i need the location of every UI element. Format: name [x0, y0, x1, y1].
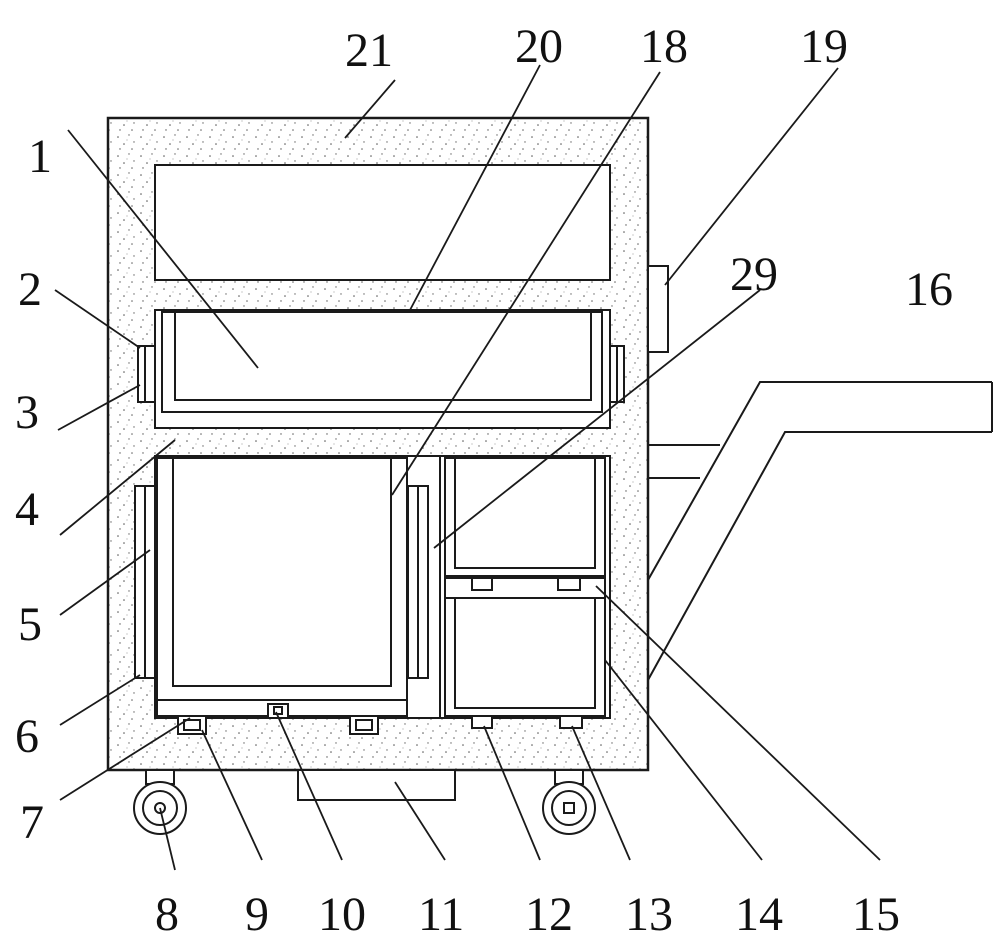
right-drawers [444, 457, 606, 729]
label-16: 16 [905, 263, 953, 316]
partition-boards [155, 279, 610, 457]
upper-drawer [161, 311, 603, 413]
label-18: 18 [640, 20, 688, 73]
bottom-rollers [177, 703, 379, 735]
label-3: 3 [15, 386, 39, 439]
label-13: 13 [625, 888, 673, 941]
base-box [297, 769, 456, 801]
label-4: 4 [15, 483, 39, 536]
label-29: 29 [730, 248, 778, 301]
label-1: 1 [28, 130, 52, 183]
caster-wheels [133, 769, 596, 835]
label-20: 20 [515, 20, 563, 73]
label-10: 10 [318, 888, 366, 941]
label-12: 12 [525, 888, 573, 941]
side-motor [647, 265, 669, 353]
label-7: 7 [20, 796, 44, 849]
label-2: 2 [18, 263, 42, 316]
label-8: 8 [155, 888, 179, 941]
label-21: 21 [345, 24, 393, 77]
guide-rails [134, 485, 429, 679]
push-handle [647, 381, 993, 681]
number-labels: 21 20 18 19 1 2 29 16 3 4 5 6 7 8 9 10 1… [15, 20, 953, 941]
lower-left-box [156, 457, 408, 717]
leader-lines [54, 64, 881, 871]
label-11: 11 [418, 888, 464, 941]
label-6: 6 [15, 710, 39, 763]
label-9: 9 [245, 888, 269, 941]
label-5: 5 [18, 598, 42, 651]
label-19: 19 [800, 20, 848, 73]
label-14: 14 [735, 888, 783, 941]
label-15: 15 [852, 888, 900, 941]
side-slides [137, 345, 625, 403]
